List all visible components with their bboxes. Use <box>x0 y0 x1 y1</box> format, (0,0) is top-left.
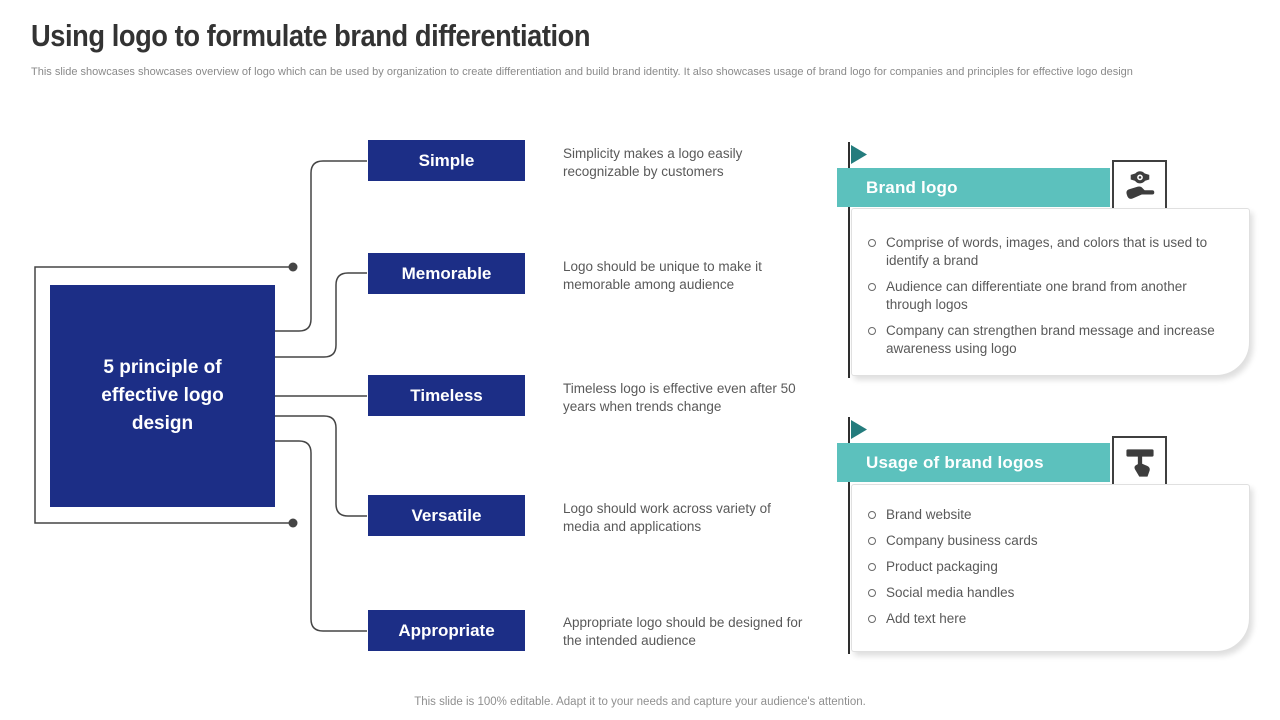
principle-label: Versatile <box>411 505 482 525</box>
bullet-list: Brand website Company business cards Pro… <box>867 506 1229 628</box>
bullet-item: Company can strengthen brand message and… <box>867 322 1222 357</box>
slide-footer: This slide is 100% editable. Adapt it to… <box>414 696 866 708</box>
principle-desc-appropriate: Appropriate logo should be designed for … <box>563 615 803 648</box>
principle-box-memorable: Memorable <box>368 253 525 294</box>
center-node: 5 principle of effective logo design <box>50 285 275 507</box>
panel-accent-line <box>848 142 850 378</box>
panel-title: Usage of brand logos <box>866 452 1044 472</box>
center-node-label: 5 principle of effective logo design <box>101 357 224 434</box>
panel-icon-box <box>1112 436 1167 489</box>
bullet-item: Brand website <box>867 506 1222 524</box>
principle-desc-versatile: Logo should work across variety of media… <box>563 501 771 534</box>
bullet-item: Company business cards <box>867 532 1222 550</box>
flag-icon <box>851 145 867 164</box>
panel-body-brand-logo: Comprise of words, images, and colors th… <box>851 208 1250 376</box>
principle-desc-memorable: Logo should be unique to make it memorab… <box>563 259 762 292</box>
panel-accent-line <box>848 417 850 654</box>
principle-box-timeless: Timeless <box>368 375 525 416</box>
principle-label: Simple <box>418 150 475 170</box>
panel-header-usage: Usage of brand logos <box>837 443 1110 491</box>
principle-box-versatile: Versatile <box>368 495 525 536</box>
page-title: Using logo to formulate brand differenti… <box>31 18 591 53</box>
principle-box-simple: Simple <box>368 140 525 181</box>
bullet-list: Comprise of words, images, and colors th… <box>867 234 1229 357</box>
bullet-item: Add text here <box>867 610 1222 628</box>
principle-label: Timeless <box>410 385 483 405</box>
bullet-item: Product packaging <box>867 558 1222 576</box>
principle-label: Memorable <box>401 263 492 283</box>
slide-subtitle: This slide showcases showcases overview … <box>31 66 1133 78</box>
panel-title: Brand logo <box>866 177 958 197</box>
panel-header-brand-logo: Brand logo <box>837 168 1110 216</box>
panel-body-usage: Brand website Company business cards Pro… <box>851 484 1250 652</box>
bullet-item: Social media handles <box>867 584 1222 602</box>
principle-label: Appropriate <box>398 620 495 640</box>
panel-icon-box <box>1112 160 1167 213</box>
principle-desc-simple: Simplicity makes a logo easily recogniza… <box>563 146 743 179</box>
principle-box-appropriate: Appropriate <box>368 610 525 651</box>
principle-desc-timeless: Timeless logo is effective even after 50… <box>563 381 796 414</box>
hand-holding-badge-icon <box>1125 170 1154 199</box>
flag-icon <box>851 420 867 439</box>
tap-gesture-icon <box>1125 448 1154 477</box>
bullet-item: Audience can differentiate one brand fro… <box>867 278 1222 313</box>
bullet-item: Comprise of words, images, and colors th… <box>867 234 1222 269</box>
